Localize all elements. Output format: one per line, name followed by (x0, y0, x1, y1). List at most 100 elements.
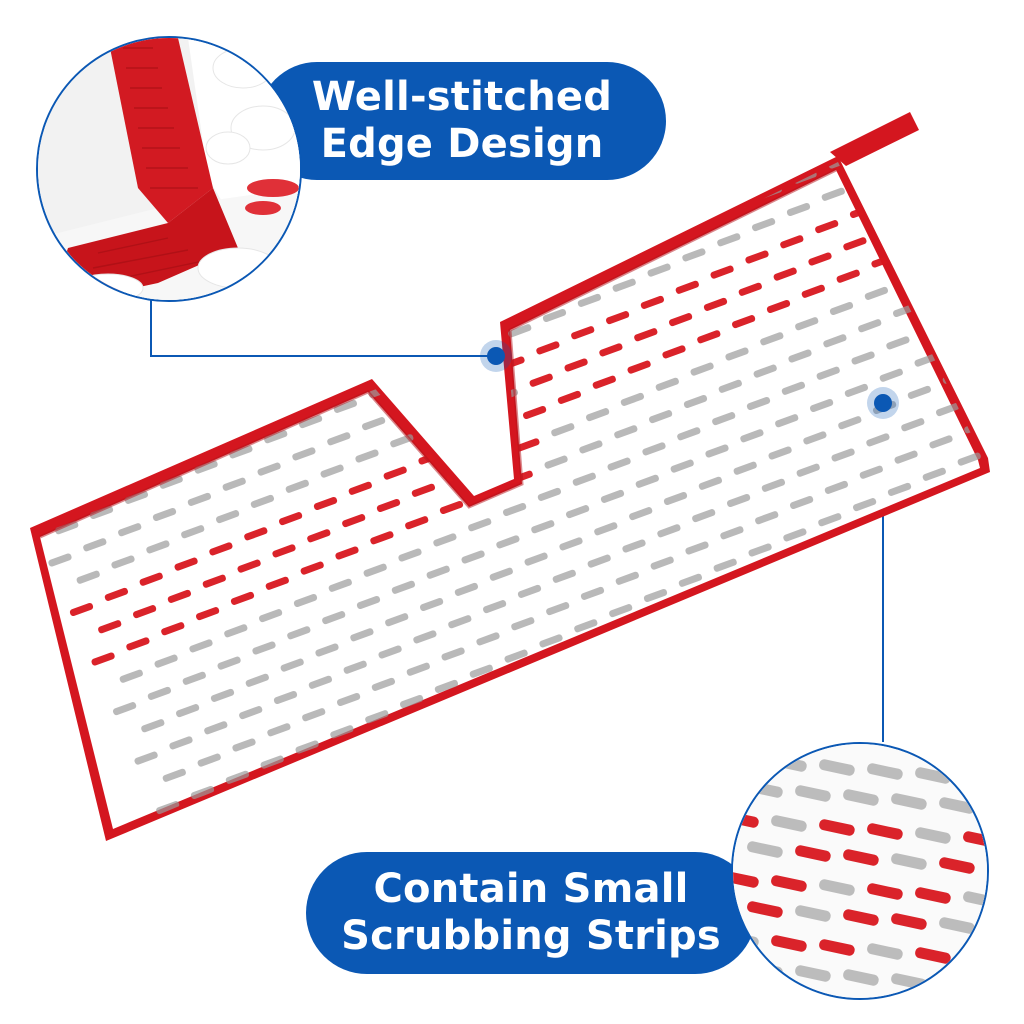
gray-strip (229, 445, 253, 459)
gray-strip (458, 257, 482, 271)
gray-strip (648, 410, 673, 424)
gray-strip (665, 638, 689, 652)
gray-strip (395, 255, 419, 269)
gray-strip (61, 488, 85, 502)
gray-strip (68, 456, 92, 470)
gray-strip (327, 432, 351, 446)
gray-strip (844, 383, 869, 397)
gray-strip (264, 430, 288, 444)
red-strip (202, 574, 226, 588)
gray-strip (277, 365, 301, 379)
gray-strip (1006, 518, 1024, 533)
gray-strip (760, 332, 784, 346)
gray-strip (257, 462, 281, 476)
gray-strip (998, 404, 1023, 419)
gray-strip (587, 554, 611, 568)
red-strip (167, 589, 192, 603)
gray-strip (909, 532, 933, 546)
gray-strip (580, 586, 605, 600)
gray-strip (215, 510, 240, 524)
gray-strip (841, 90, 866, 105)
gray-strip (693, 655, 717, 669)
gray-strip (433, 533, 457, 547)
gray-strip (177, 850, 202, 865)
red-strip (139, 572, 163, 586)
gray-strip (205, 867, 230, 882)
lens-gray-strip (795, 965, 831, 982)
gray-strip (154, 654, 178, 668)
lens-red-strip (747, 901, 783, 918)
gray-strip (929, 435, 953, 449)
gray-strip (702, 162, 726, 165)
gray-strip (556, 244, 580, 258)
gray-strip (353, 302, 378, 316)
gray-strip (497, 681, 522, 695)
red-strip (808, 252, 832, 266)
gray-strip (360, 270, 384, 284)
gray-strip (925, 142, 950, 157)
gray-strip (955, 306, 980, 320)
gray-strip (609, 604, 633, 618)
gray-strip (444, 322, 469, 336)
gray-strip (96, 473, 120, 487)
gray-strip (781, 381, 806, 395)
gray-strip (239, 706, 263, 720)
gray-strip (219, 803, 243, 817)
gray-strip (771, 120, 796, 135)
red-strip (244, 527, 268, 541)
red-strip (307, 529, 331, 543)
gray-strip (222, 477, 246, 491)
gray-strip (288, 772, 313, 786)
red-strip (878, 222, 902, 236)
gray-strip (784, 56, 809, 71)
gray-strip (1005, 372, 1024, 387)
gray-strip (232, 738, 256, 752)
gray-strip (217, 656, 241, 670)
gray-strip (866, 433, 890, 447)
gray-strip (990, 290, 1015, 305)
gray-strip (768, 446, 792, 460)
gray-strip (786, 202, 811, 217)
gray-strip (838, 416, 862, 430)
gray-strip (322, 611, 346, 625)
gray-strip (551, 423, 575, 437)
gray-strip (468, 518, 492, 532)
gray-strip (887, 482, 912, 496)
gray-strip (1012, 340, 1024, 355)
gray-strip (356, 595, 381, 610)
gray-strip (521, 259, 545, 273)
gray-strip (876, 75, 901, 90)
red-strip (697, 330, 721, 344)
callout-edge-design: Well-stitched Edge Design (258, 62, 666, 180)
red-strip (627, 360, 651, 374)
gray-strip (560, 683, 585, 698)
gray-strip (856, 172, 880, 186)
red-strip (919, 174, 943, 188)
gray-strip (819, 40, 844, 55)
red-strip (780, 235, 804, 249)
gray-strip (623, 685, 648, 700)
gray-strip (172, 410, 197, 425)
gray-strip (224, 624, 248, 638)
gray-strip (957, 452, 981, 466)
gray-strip (602, 636, 626, 650)
red-strip (161, 622, 185, 636)
callout-dots (480, 340, 899, 419)
gray-strip (751, 218, 776, 232)
gray-strip (753, 364, 777, 378)
gray-strip (685, 541, 709, 555)
gray-strip (660, 198, 685, 212)
gray-strip (280, 658, 304, 672)
gray-strip (89, 505, 114, 520)
red-strip (836, 269, 860, 283)
gray-strip (109, 408, 134, 423)
gray-strip (614, 425, 638, 439)
gray-strip (367, 238, 391, 252)
red-strip (230, 591, 255, 605)
gray-strip (285, 479, 309, 493)
gray-strip (316, 789, 341, 804)
lens-gray-strip (915, 767, 951, 784)
gray-strip (484, 746, 508, 760)
red-strip (605, 311, 630, 325)
gray-strip (332, 253, 356, 267)
